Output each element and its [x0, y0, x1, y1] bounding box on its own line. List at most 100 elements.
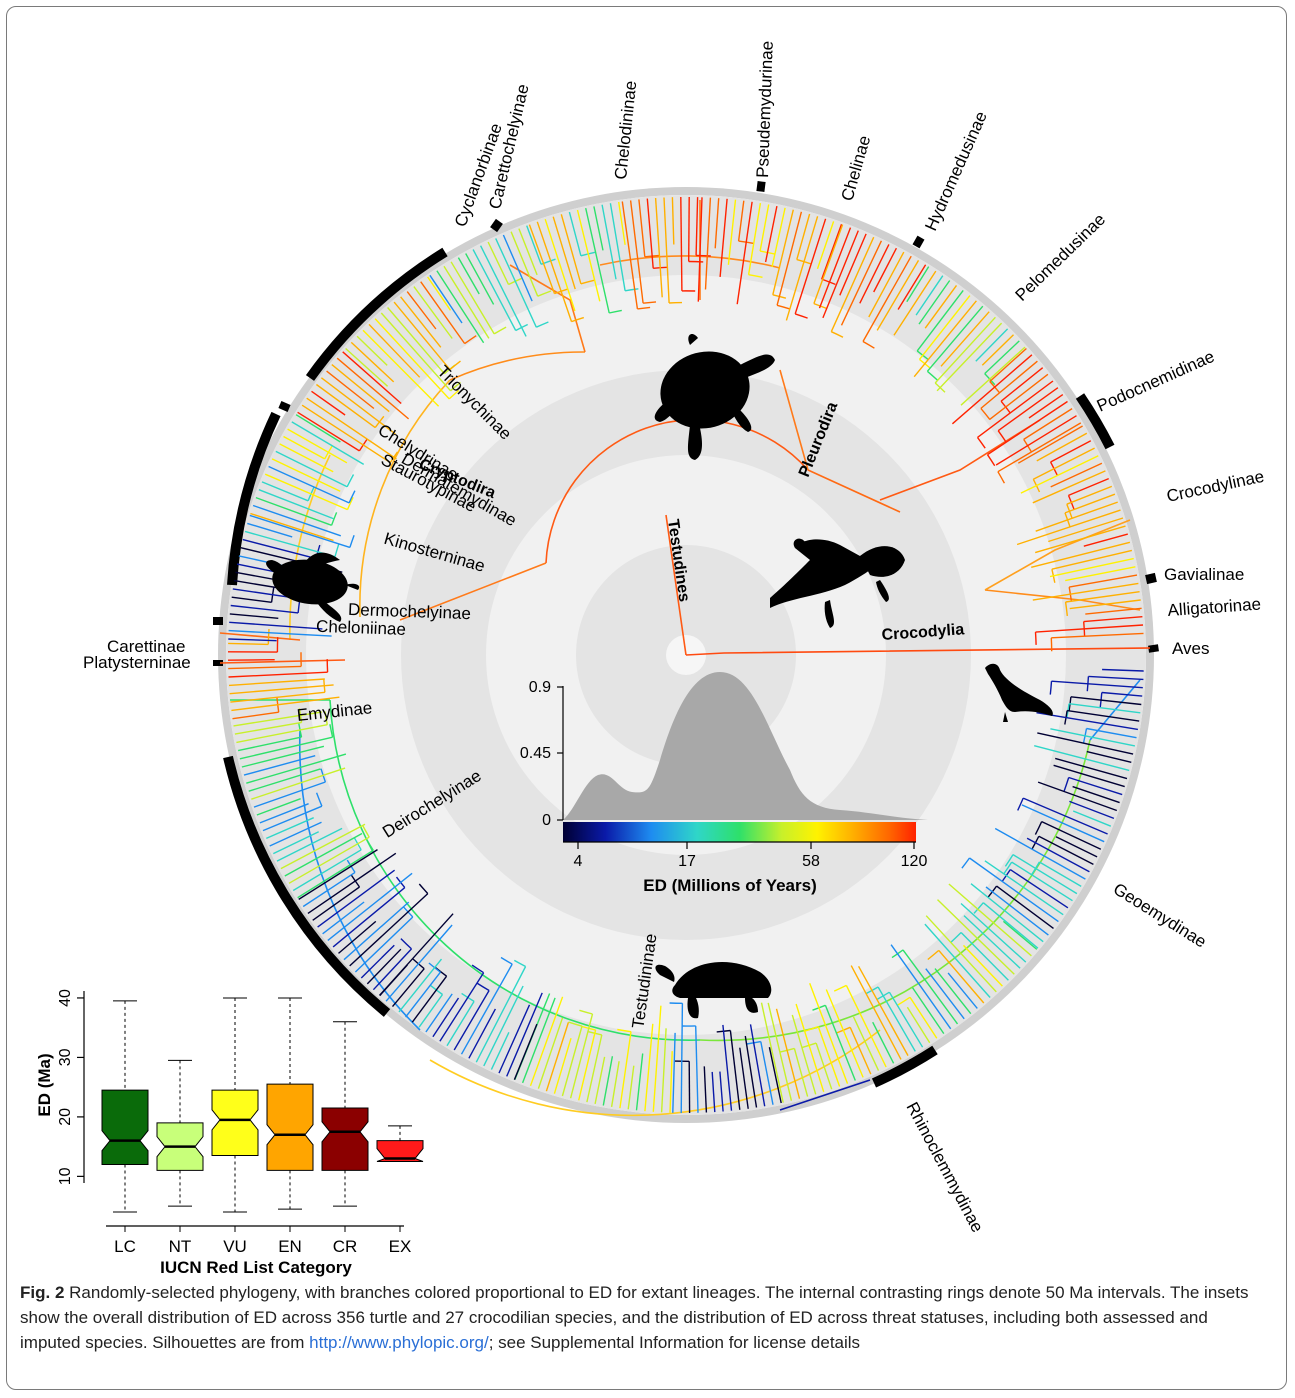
tip-branch — [228, 678, 325, 687]
tip-branch — [1032, 470, 1106, 504]
boxplot-xtick-label: EX — [389, 1237, 412, 1256]
tip-branch — [772, 209, 794, 295]
sea-turtle-silhouette — [266, 552, 360, 622]
density-curve — [563, 672, 928, 820]
tip-branch — [327, 872, 413, 941]
tip-branch — [302, 871, 356, 908]
tip-branch — [1050, 440, 1092, 463]
tip-branch — [271, 458, 341, 492]
tip-connector — [449, 360, 461, 371]
tip-branch — [297, 849, 374, 899]
tip-branch — [269, 821, 322, 847]
tip-branch — [413, 286, 453, 339]
tip-connector — [537, 290, 552, 297]
tip-branch — [306, 397, 397, 460]
tip-branch — [1011, 861, 1073, 902]
tip-branch — [938, 949, 985, 1004]
boxplot-xtick-label: EN — [278, 1237, 302, 1256]
tip-branch — [568, 211, 582, 256]
box-nt — [156, 1059, 204, 1207]
tip-branch — [487, 241, 510, 285]
box-body — [376, 1140, 424, 1162]
tip-connector — [349, 534, 355, 548]
tip-branch — [391, 968, 425, 1008]
tip-branch — [1070, 696, 1142, 706]
tip-connector — [973, 902, 984, 914]
whisker-cap — [333, 1021, 357, 1207]
crocodylia-label: Crocodylia — [881, 621, 965, 644]
tip-branch — [331, 364, 390, 413]
clade-label-carettinae: Carettinae — [107, 637, 185, 656]
tip-branch — [526, 225, 542, 265]
boxplot-ytick-label: 30 — [57, 1048, 74, 1066]
tip-branch — [241, 745, 325, 768]
tip-branch — [873, 247, 898, 293]
tip-branch — [1036, 712, 1139, 731]
clade-label-gavialinae: Gavialinae — [1164, 565, 1244, 584]
tip-branch — [258, 489, 334, 520]
tip-branch — [1055, 836, 1098, 858]
tip-branch — [295, 414, 341, 443]
tip-branch — [453, 990, 490, 1051]
tip-branch — [1066, 485, 1113, 505]
tip-branch — [926, 305, 984, 372]
tip-branch — [925, 968, 965, 1020]
tip-branch — [969, 857, 1059, 923]
tip-branch — [619, 1031, 632, 1109]
tip-branch — [1051, 549, 1133, 570]
tip-branch — [877, 986, 916, 1052]
tip-branch — [1083, 533, 1128, 547]
phylopic-link[interactable]: http://www.phylopic.org/ — [309, 1333, 489, 1352]
box-lc — [101, 1000, 149, 1213]
tip-branch — [1086, 727, 1137, 739]
tip-branch — [443, 265, 490, 339]
tip-branch — [890, 944, 952, 1030]
box-body — [321, 1107, 369, 1171]
tip-branch — [654, 197, 663, 298]
tip-branch — [1035, 501, 1118, 532]
tip-branch — [436, 270, 485, 344]
tip-branch — [736, 201, 753, 305]
tip-connector — [418, 883, 429, 895]
tip-branch — [680, 1003, 684, 1114]
tip-branch — [230, 604, 299, 614]
whisker-cap — [113, 1000, 137, 1213]
figure-frame — [6, 6, 1287, 1390]
tip-connector — [579, 1009, 593, 1015]
tip-branch — [767, 1002, 793, 1101]
tip-branch — [1051, 632, 1144, 639]
tip-branch — [228, 671, 328, 678]
tip-branch — [760, 1041, 774, 1105]
tip-branch — [796, 213, 811, 260]
tip-branch — [275, 450, 348, 488]
tip-branch — [553, 1037, 572, 1094]
tip-connector — [833, 984, 847, 992]
tip-branch — [987, 400, 1068, 456]
tip-branch — [918, 280, 951, 325]
tip-branch — [916, 289, 964, 352]
tip-branch — [760, 1002, 784, 1103]
tip-branch — [544, 218, 576, 312]
tip-connector — [794, 313, 808, 319]
tip-branch — [528, 224, 556, 294]
tip-branch — [936, 322, 1003, 392]
tip-connector — [330, 512, 338, 526]
tip-branch — [228, 665, 302, 670]
boxplot-xtick-label: NT — [169, 1237, 192, 1256]
tip-connector — [609, 309, 622, 314]
tip-branch — [460, 963, 513, 1055]
tip-branch — [906, 1006, 931, 1044]
tip-branch — [287, 428, 348, 464]
tip-branch — [1053, 764, 1125, 788]
tip-branch — [472, 249, 517, 331]
tip-branch — [951, 354, 1033, 425]
tip-branch — [737, 200, 745, 242]
tip-connector — [1004, 854, 1014, 867]
tip-connector — [1034, 632, 1037, 645]
tip-branch — [764, 205, 778, 263]
tip-connector — [997, 471, 1006, 484]
tip-branch — [714, 198, 720, 249]
tip-branch — [695, 1025, 699, 1113]
box-vu — [211, 997, 259, 1213]
